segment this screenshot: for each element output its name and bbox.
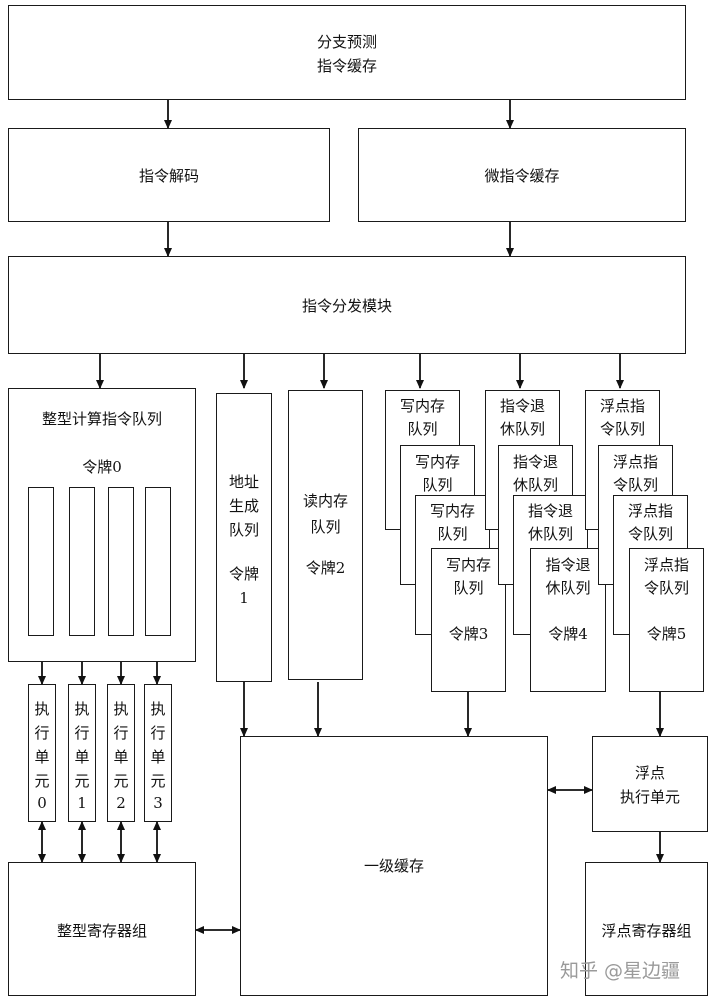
exec-unit-number: 2 xyxy=(116,794,126,812)
addr-queue-line1: 地址 xyxy=(228,473,259,491)
exec-unit-char: 行 xyxy=(113,724,129,742)
fp-queue-line1: 浮点指 xyxy=(599,397,645,415)
int-queue-slot xyxy=(145,487,171,636)
int-queue-token: 令牌0 xyxy=(82,458,122,476)
fp-queue-line1: 浮点指 xyxy=(627,502,673,520)
addr-queue-line2: 生成 xyxy=(228,497,259,515)
exec-unit-char: 元 xyxy=(74,772,90,790)
addr-queue-line3: 队列 xyxy=(228,521,259,539)
exec-unit-number: 1 xyxy=(77,794,87,812)
int-queue-slot xyxy=(108,487,134,636)
branch-predict-label: 分支预测 xyxy=(316,33,377,51)
store-queue-line1: 写内存 xyxy=(399,397,445,415)
exec-unit-char: 行 xyxy=(34,724,50,742)
exec-unit-number: 3 xyxy=(153,794,163,812)
l1-cache-box: 一级缓存 xyxy=(240,736,548,996)
dispatch-label: 指令分发模块 xyxy=(301,297,392,315)
fp-regs-label: 浮点寄存器组 xyxy=(601,922,692,940)
fp-queue-box: 浮点指 令队列 令牌5 xyxy=(629,548,704,692)
retire-queue-token: 令牌4 xyxy=(548,625,588,643)
l1-cache-label: 一级缓存 xyxy=(363,857,424,875)
load-queue-line2: 队列 xyxy=(310,518,341,536)
fp-queue-line2: 令队列 xyxy=(599,420,645,438)
micro-op-cache-box: 微指令缓存 xyxy=(358,128,686,222)
int-queue-slot xyxy=(69,487,95,636)
addr-queue-token: 令牌 xyxy=(228,565,259,583)
exec-unit-char: 执 xyxy=(34,700,50,718)
int-register-file-box: 整型寄存器组 xyxy=(8,862,196,996)
icache-label: 指令缓存 xyxy=(316,57,377,75)
fp-queue-line2: 令队列 xyxy=(643,579,689,597)
exec-unit-char: 执 xyxy=(150,700,166,718)
fp-exec-line1: 浮点 xyxy=(634,764,665,782)
retire-queue-line1: 指令退 xyxy=(499,397,545,415)
exec-unit-0: 执 行 单 元 0 xyxy=(28,684,56,822)
branch-predict-icache-box: 分支预测 指令缓存 xyxy=(8,5,686,100)
addr-gen-queue-box: 地址 生成 队列 令牌 1 xyxy=(216,393,272,682)
fp-queue-line2: 令队列 xyxy=(627,525,673,543)
fp-queue-line2: 令队列 xyxy=(612,476,658,494)
watermark: 知乎 @星边疆 xyxy=(560,960,681,982)
int-regs-label: 整型寄存器组 xyxy=(56,922,147,940)
int-queue-title: 整型计算指令队列 xyxy=(41,410,162,428)
exec-unit-3: 执 行 单 元 3 xyxy=(144,684,172,822)
fp-queue-line1: 浮点指 xyxy=(643,556,689,574)
fp-register-file-box: 浮点寄存器组 xyxy=(585,862,708,996)
exec-unit-char: 行 xyxy=(74,724,90,742)
load-queue-token: 令牌2 xyxy=(305,559,346,577)
store-queue-box: 写内存 队列 令牌3 xyxy=(431,548,506,692)
store-queue-line2: 队列 xyxy=(453,579,484,597)
exec-unit-1: 执 行 单 元 1 xyxy=(68,684,96,822)
store-queue-line1: 写内存 xyxy=(445,556,491,574)
fp-exec-line2: 执行单元 xyxy=(619,788,680,806)
exec-unit-char: 单 xyxy=(34,748,50,766)
load-queue-line1: 读内存 xyxy=(302,492,348,510)
exec-unit-char: 元 xyxy=(150,772,166,790)
decode-label: 指令解码 xyxy=(138,167,199,185)
exec-unit-char: 行 xyxy=(150,724,166,742)
retire-queue-line1: 指令退 xyxy=(545,556,591,574)
int-queue-slot xyxy=(28,487,54,636)
fp-queue-token: 令牌5 xyxy=(646,625,687,643)
store-queue-token: 令牌3 xyxy=(448,625,489,643)
store-queue-line2: 队列 xyxy=(422,476,453,494)
exec-unit-char: 执 xyxy=(113,700,129,718)
retire-queue-line2: 休队列 xyxy=(512,476,558,494)
exec-unit-char: 元 xyxy=(34,772,50,790)
store-queue-line2: 队列 xyxy=(407,420,438,438)
exec-unit-char: 执 xyxy=(74,700,90,718)
store-queue-line2: 队列 xyxy=(437,525,468,543)
fp-exec-unit-box: 浮点 执行单元 xyxy=(592,736,708,832)
exec-unit-char: 单 xyxy=(113,748,129,766)
fp-queue-line1: 浮点指 xyxy=(612,453,658,471)
exec-unit-char: 单 xyxy=(150,748,166,766)
retire-queue-line1: 指令退 xyxy=(527,502,573,520)
addr-queue-token-num: 1 xyxy=(239,589,249,607)
retire-queue-line2: 休队列 xyxy=(545,579,591,597)
retire-queue-box: 指令退 休队列 令牌4 xyxy=(530,548,606,692)
retire-queue-line2: 休队列 xyxy=(499,420,545,438)
exec-unit-char: 元 xyxy=(113,772,129,790)
exec-unit-char: 单 xyxy=(74,748,90,766)
load-queue-box: 读内存 队列 令牌2 xyxy=(288,390,363,680)
exec-unit-number: 0 xyxy=(37,794,47,812)
store-queue-line1: 写内存 xyxy=(429,502,475,520)
exec-unit-2: 执 行 单 元 2 xyxy=(107,684,135,822)
retire-queue-line2: 休队列 xyxy=(527,525,573,543)
instruction-decode-box: 指令解码 xyxy=(8,128,330,222)
micro-cache-label: 微指令缓存 xyxy=(484,167,560,185)
retire-queue-line1: 指令退 xyxy=(512,453,558,471)
dispatch-module-box: 指令分发模块 xyxy=(8,256,686,354)
store-queue-line1: 写内存 xyxy=(414,453,460,471)
